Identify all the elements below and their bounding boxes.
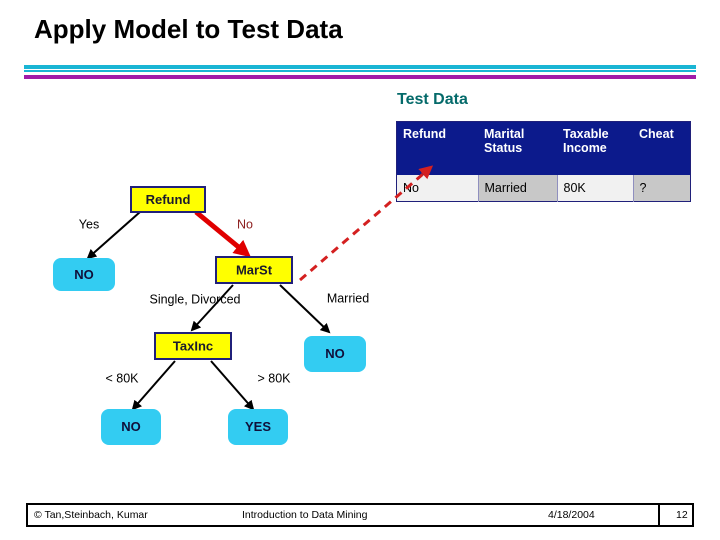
tree-node-marst[interactable]: MarSt — [215, 256, 293, 284]
tree-node-refund[interactable]: Refund — [130, 186, 206, 213]
cell-refund: No — [396, 175, 478, 202]
tree-leaf-marst-married[interactable]: NO — [304, 336, 366, 372]
footer-cell-divider — [658, 505, 660, 525]
tree-node-marst-label: MarSt — [236, 262, 273, 277]
footer-copyright: © Tan,Steinbach, Kumar — [34, 509, 148, 521]
divider-rule-cyan-thin — [24, 70, 696, 72]
column-header-cheat: Cheat — [633, 121, 691, 175]
edge-label-refund-yes: Yes — [79, 217, 99, 231]
edge-label-marst-married: Married — [327, 291, 369, 305]
tree-node-taxinc-label: TaxInc — [173, 338, 213, 353]
tree-leaf-taxinc-high-label: YES — [245, 419, 271, 434]
test-data-heading: Test Data — [397, 91, 468, 108]
slide-footer: © Tan,Steinbach, Kumar Introduction to D… — [26, 503, 694, 527]
tree-leaf-refund-yes-label: NO — [74, 267, 94, 282]
tree-node-taxinc[interactable]: TaxInc — [154, 332, 232, 360]
divider-rule-magenta — [24, 75, 696, 79]
edge-label-marst-single-divorced: Single, Divorced — [149, 292, 240, 306]
edge-marst-married — [279, 284, 331, 334]
column-header-refund: Refund — [396, 121, 478, 175]
edge-taxinc-high — [210, 360, 255, 411]
page-title: Apply Model to Test Data — [34, 14, 343, 44]
footer-page-number: 12 — [676, 509, 688, 521]
footer-book-title: Introduction to Data Mining — [242, 509, 368, 521]
table-header-row: Refund Marital Status Taxable Income Che… — [396, 121, 691, 175]
cell-cheat: ? — [632, 175, 691, 202]
tree-leaf-marst-married-label: NO — [325, 346, 345, 361]
tree-leaf-taxinc-low[interactable]: NO — [101, 409, 161, 445]
tree-node-refund-label: Refund — [146, 192, 191, 207]
cell-taxable-income: 80K — [556, 175, 633, 202]
tree-leaf-refund-yes[interactable]: NO — [53, 258, 115, 291]
divider-rule-cyan-thick — [24, 65, 696, 69]
edge-label-taxinc-high: > 80K — [257, 371, 291, 385]
tree-leaf-taxinc-high[interactable]: YES — [228, 409, 288, 445]
table-row: No Married 80K ? — [396, 175, 691, 202]
test-data-table: Refund Marital Status Taxable Income Che… — [396, 121, 691, 202]
edge-label-refund-no: No — [237, 217, 253, 231]
title-divider — [24, 65, 696, 79]
cell-marital-status: Married — [477, 175, 557, 202]
column-header-marital-status: Marital Status — [478, 121, 557, 175]
footer-date: 4/18/2004 — [548, 509, 595, 521]
tree-leaf-taxinc-low-label: NO — [121, 419, 141, 434]
edge-taxinc-low — [131, 360, 176, 411]
edge-label-taxinc-low: < 80K — [105, 371, 139, 385]
column-header-taxable-income: Taxable Income — [557, 121, 633, 175]
